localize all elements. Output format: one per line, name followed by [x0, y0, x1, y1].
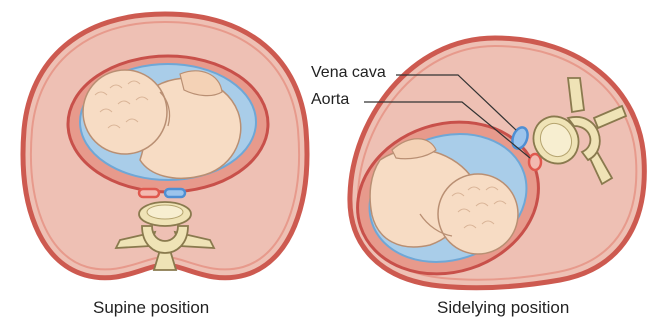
- sidelying-caption: Sidelying position: [437, 298, 569, 318]
- aorta-label: Aorta: [311, 91, 349, 109]
- supine-vena-cava: [165, 189, 185, 197]
- supine-caption: Supine position: [93, 298, 209, 318]
- sidelying-aorta: [529, 154, 541, 170]
- sidelying-baby-head: [438, 174, 518, 254]
- vena-cava-label: Vena cava: [311, 64, 386, 82]
- supine-baby-head: [83, 70, 167, 154]
- supine-figure: [23, 14, 307, 278]
- supine-aorta: [139, 189, 159, 197]
